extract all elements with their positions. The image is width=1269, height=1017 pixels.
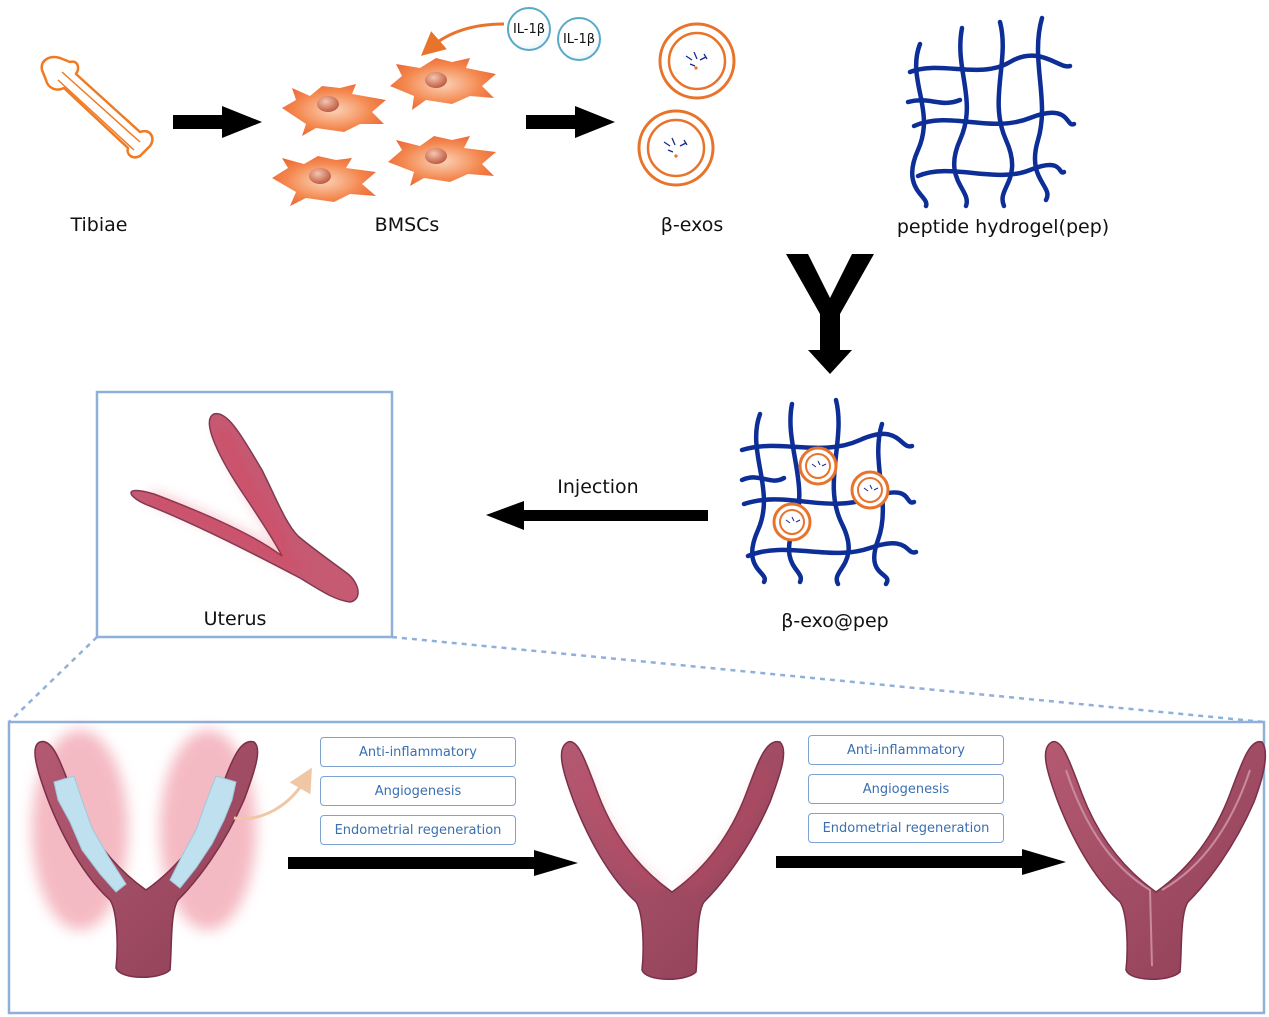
- process-arrow-2: [776, 849, 1066, 875]
- healing-uterus-icon: [560, 740, 785, 980]
- merge-arrow-icon: [786, 254, 874, 374]
- composite-label: β-exo@pep: [781, 610, 889, 632]
- il1b-molecule-icon: IL-1β: [557, 17, 601, 61]
- effect-box: Angiogenesis: [320, 776, 516, 806]
- zoom-line-left: [8, 636, 98, 723]
- zoom-line-right: [391, 635, 1265, 724]
- process-arrow-1: [288, 850, 578, 876]
- exos-label: β-exos: [660, 214, 724, 236]
- effect-box: Endometrial regeneration: [808, 813, 1004, 843]
- il1b-label: IL-1β: [512, 21, 546, 37]
- exosome-icon: [772, 502, 812, 542]
- arrow-tibia-to-bmscs: [173, 106, 262, 138]
- healed-uterus-icon: [1044, 740, 1267, 980]
- bmsc-cell-icon: [282, 84, 386, 136]
- arrow-bmscs-to-exos: [526, 106, 615, 138]
- bmsc-cell-icon: [388, 136, 496, 186]
- uterus-label: Uterus: [203, 608, 267, 630]
- tibiae-label: Tibiae: [70, 214, 128, 236]
- exosome-icon: [850, 470, 890, 510]
- injection-label: Injection: [557, 476, 639, 498]
- il1b-stimulation-arrow: [420, 22, 505, 56]
- bmsc-cell-icon: [272, 156, 376, 206]
- effect-box: Endometrial regeneration: [320, 815, 516, 845]
- tibia-bone-icon: [40, 55, 154, 159]
- hydrogel-delivery-arrow: [233, 767, 312, 821]
- exosome-icon: [798, 446, 838, 486]
- uterus-icon: [130, 413, 359, 603]
- exosome-icon: [637, 109, 715, 187]
- bmscs-label: BMSCs: [374, 214, 440, 236]
- injection-arrow: [486, 501, 708, 530]
- il1b-molecule-icon: IL-1β: [507, 7, 551, 51]
- hydrogel-label: peptide hydrogel(pep): [896, 216, 1110, 238]
- il1b-label: IL-1β: [562, 31, 596, 47]
- exosome-icon: [658, 22, 736, 100]
- hydrogel-mesh-icon: [905, 15, 1077, 209]
- bmsc-cell-icon: [390, 58, 496, 110]
- effect-box: Anti-inflammatory: [320, 737, 516, 767]
- effect-box: Anti-inflammatory: [808, 735, 1004, 765]
- damaged-uterus-icon: [32, 730, 259, 978]
- composite-mesh-icon: [739, 397, 919, 587]
- effect-box: Angiogenesis: [808, 774, 1004, 804]
